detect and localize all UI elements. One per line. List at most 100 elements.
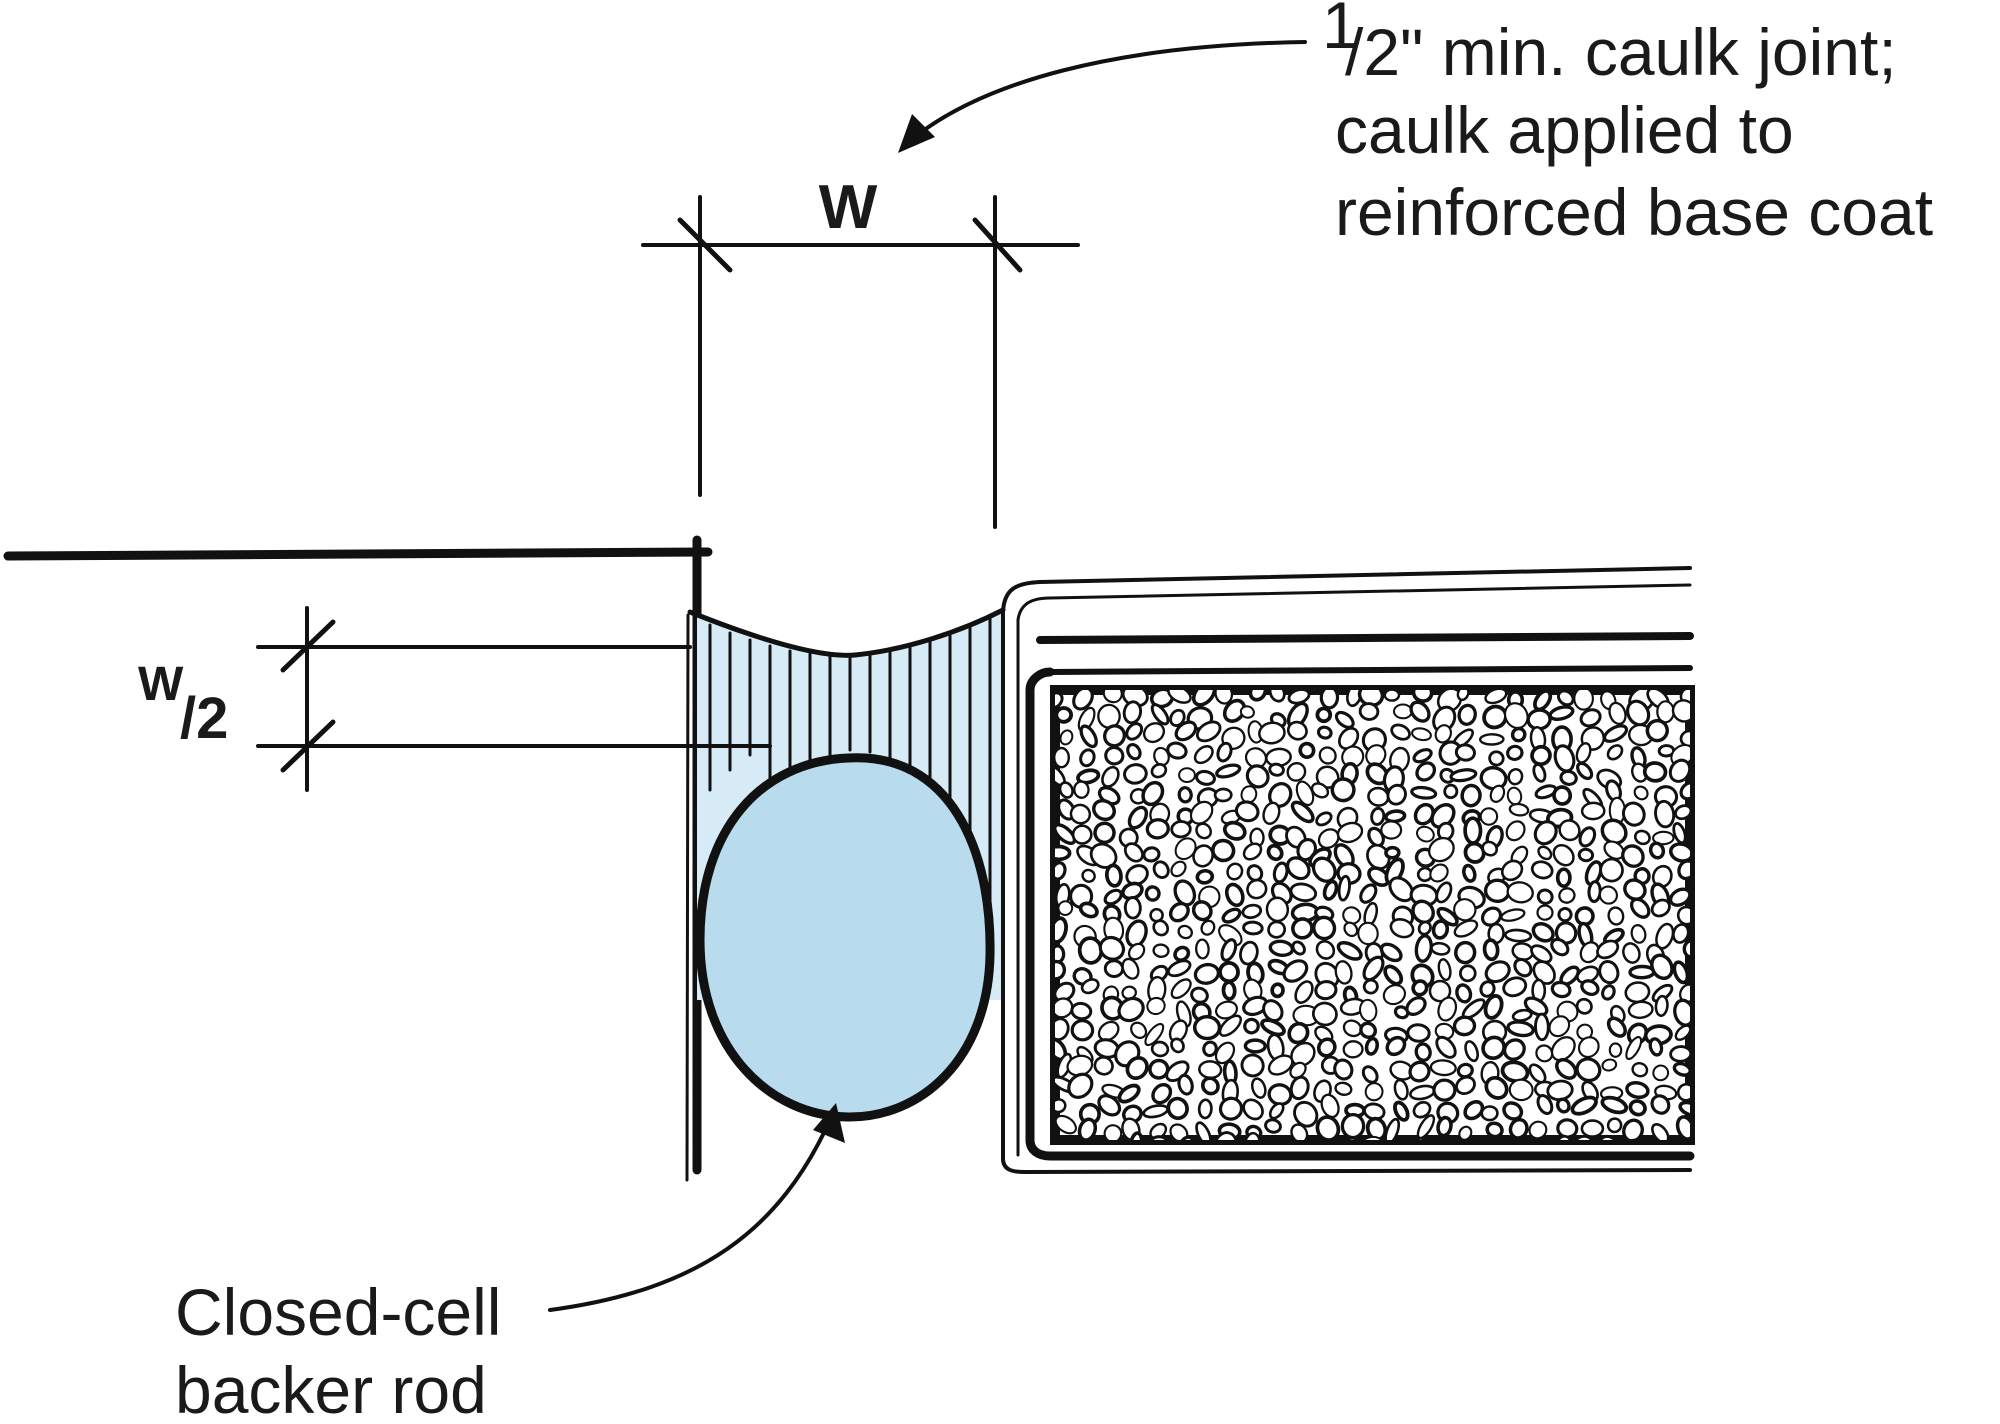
eps-bead xyxy=(1650,953,1674,981)
eps-bead xyxy=(1318,746,1337,765)
eps-bead xyxy=(1055,861,1067,881)
eps-bead xyxy=(1123,896,1142,920)
eps-bead xyxy=(1144,1022,1165,1047)
eps-bead xyxy=(1359,1021,1378,1039)
eps-bead xyxy=(1622,1118,1644,1140)
eps-bead xyxy=(1648,1037,1664,1057)
left-substrate-surface xyxy=(3,547,713,561)
eps-bead xyxy=(1211,838,1236,863)
eps-bead xyxy=(1320,1093,1340,1119)
eps-bead xyxy=(1266,843,1284,862)
eps-bead xyxy=(1677,859,1690,881)
eps-bead xyxy=(1170,860,1187,878)
eps-bead xyxy=(1580,1119,1605,1138)
eps-bead xyxy=(1386,783,1407,806)
eps-bead xyxy=(1668,887,1690,907)
eps-bead xyxy=(1607,906,1625,926)
eps-bead xyxy=(1294,980,1314,1004)
eps-bead xyxy=(1195,769,1216,786)
eps-bead xyxy=(1550,937,1570,957)
eps-bead xyxy=(1286,856,1311,881)
eps-bead xyxy=(1359,883,1378,904)
eps-bead xyxy=(1315,939,1336,960)
eps-bead xyxy=(1213,787,1233,803)
eps-bead xyxy=(1178,767,1196,784)
eps-bead xyxy=(1336,940,1363,961)
eps-bead xyxy=(1221,907,1242,924)
eps-bead xyxy=(1558,819,1581,842)
eps-bead xyxy=(1242,842,1263,861)
eps-bead xyxy=(1216,741,1233,763)
eps-bead xyxy=(1558,887,1576,904)
eps-bead xyxy=(1480,1105,1499,1122)
eps-bead xyxy=(1222,820,1247,841)
sealant-top-surface xyxy=(687,607,1006,658)
eps-bead xyxy=(1508,1117,1529,1140)
eps-bead xyxy=(1382,984,1407,1006)
eps-bead xyxy=(1198,1060,1223,1080)
eps-bead xyxy=(1214,1041,1236,1065)
eps-bead xyxy=(1336,821,1364,844)
eps-bead xyxy=(1103,1124,1123,1140)
eps-bead xyxy=(1414,1042,1432,1062)
right-panel-insulation-top xyxy=(1047,665,1693,675)
eps-bead xyxy=(1669,842,1690,863)
eps-bead xyxy=(1384,1117,1401,1140)
eps-bead xyxy=(1289,882,1318,903)
eps-bead xyxy=(1668,758,1690,783)
eps-bead xyxy=(1578,826,1597,848)
eps-bead xyxy=(1330,777,1356,803)
eps-bead xyxy=(1268,762,1285,777)
eps-bead xyxy=(1481,840,1499,857)
eps-bead xyxy=(1645,718,1669,743)
eps-bead xyxy=(1150,1040,1170,1058)
eps-bead xyxy=(1598,1134,1619,1140)
eps-bead xyxy=(1513,957,1533,978)
eps-bead xyxy=(1464,1040,1479,1063)
eps-bead xyxy=(1599,857,1624,883)
eps-bead xyxy=(1503,702,1529,730)
eps-bead xyxy=(1575,1057,1602,1083)
eps-bead xyxy=(1058,781,1074,799)
eps-bead xyxy=(1579,941,1600,964)
eps-bead xyxy=(1338,726,1360,750)
eps-bead xyxy=(1102,690,1123,704)
eps-bead xyxy=(1523,996,1549,1017)
eps-bead xyxy=(1078,901,1099,919)
eps-bead xyxy=(1479,733,1505,746)
eps-bead xyxy=(1598,885,1618,905)
eps-bead xyxy=(1437,958,1452,982)
eps-bead xyxy=(1430,803,1456,829)
eps-bead xyxy=(1650,1094,1671,1115)
eps-bead xyxy=(1601,984,1616,1001)
eps-bead xyxy=(1548,705,1575,721)
eps-bead xyxy=(1239,940,1259,966)
eps-bead xyxy=(1312,1001,1338,1027)
eps-bead xyxy=(1479,766,1508,791)
eps-bead xyxy=(1177,924,1193,940)
eps-bead xyxy=(1500,1060,1530,1084)
eps-bead xyxy=(1167,690,1192,704)
eps-bead xyxy=(1532,960,1556,985)
eps-bead xyxy=(1385,1035,1407,1057)
eps-bead xyxy=(1580,979,1600,997)
eps-bead xyxy=(1243,1038,1267,1054)
eps-bead xyxy=(1555,867,1572,889)
eps-bead xyxy=(1195,938,1210,960)
eps-bead xyxy=(1408,1060,1431,1083)
backer-rod-callout: Closed-cell backer rod xyxy=(175,1275,501,1424)
eps-bead xyxy=(1600,818,1628,845)
eps-bead xyxy=(1121,957,1140,980)
eps-bead xyxy=(1627,1000,1654,1019)
eps-bead xyxy=(1057,900,1074,916)
eps-bead xyxy=(1622,942,1641,964)
eps-bead xyxy=(1286,761,1307,782)
eps-bead xyxy=(1142,846,1161,863)
eps-bead xyxy=(1334,960,1353,985)
eps-bead xyxy=(1267,920,1287,939)
eps-bead xyxy=(1580,801,1606,821)
eps-bead xyxy=(1258,721,1286,745)
eps-bead xyxy=(1536,904,1554,921)
eps-bead xyxy=(1202,1040,1218,1058)
